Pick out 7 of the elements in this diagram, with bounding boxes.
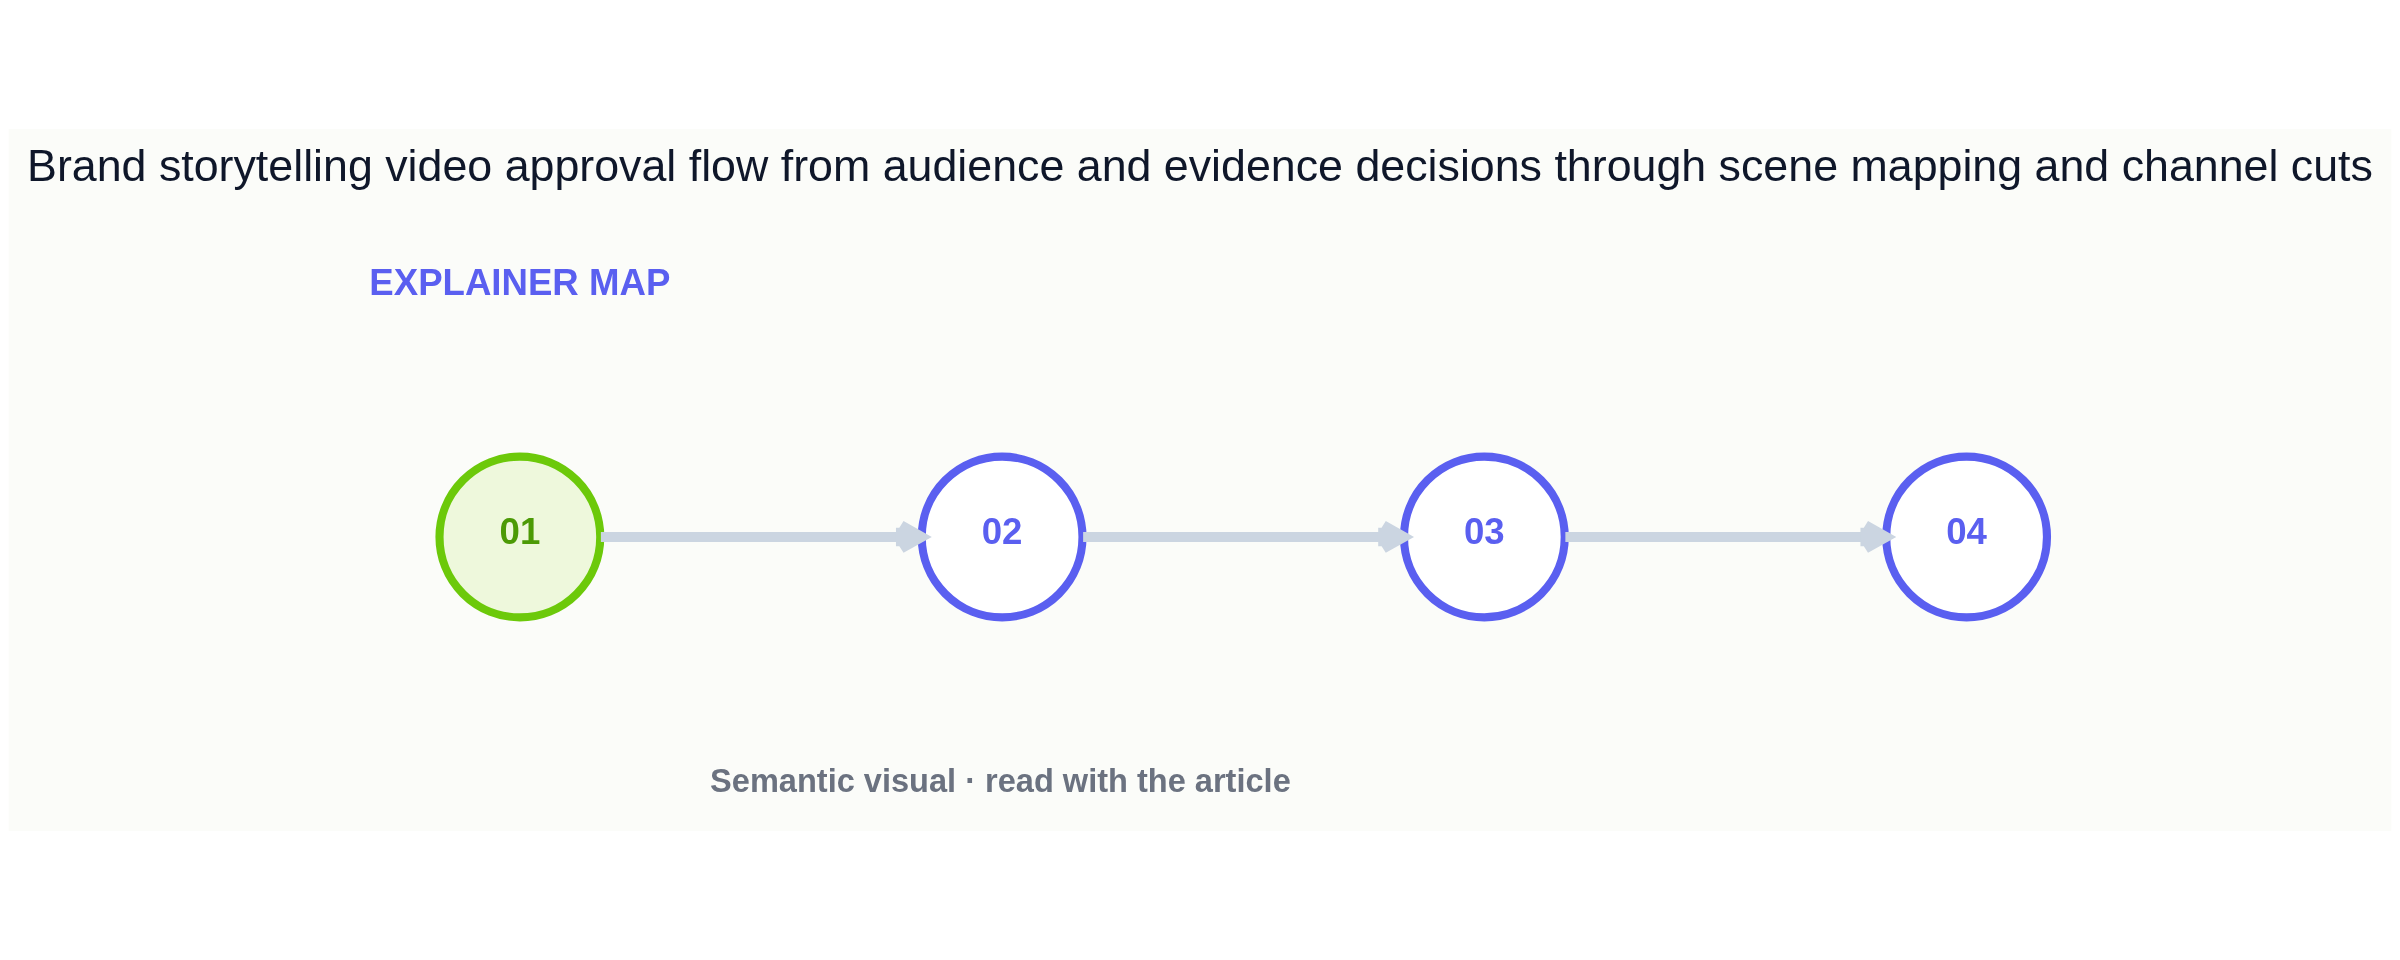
node-circle: 01 [435, 452, 605, 622]
diagram-title: Brand storytelling video approval flow from audience and evidence decisions through scene mapping and channel cuts [27, 140, 2373, 191]
node-circle: 02 [917, 452, 1087, 622]
node-circle: 04 [1882, 452, 2052, 622]
caption: Semantic visual · read with the article [710, 762, 1291, 799]
label: EXPLAINER MAP [369, 261, 671, 303]
node-circle: 03 [1399, 452, 1569, 622]
